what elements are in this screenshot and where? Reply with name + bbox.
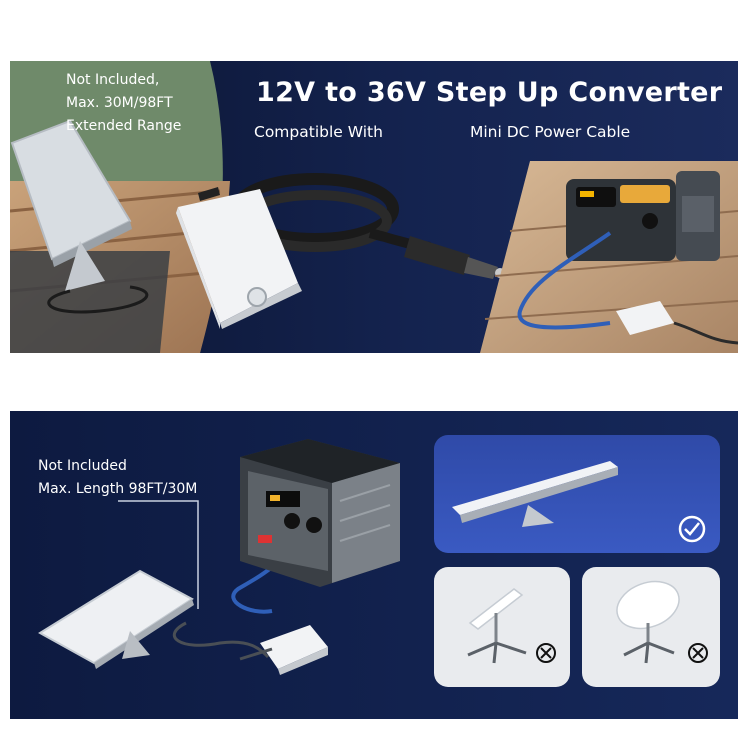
- bottom-panel-illustration: [38, 439, 400, 675]
- power-station-top: [566, 171, 720, 261]
- top-panel-illustration: [10, 61, 738, 353]
- small-adapter-top: [616, 301, 738, 345]
- top-note-line-1: Not Included,: [66, 72, 160, 88]
- top-banner-panel: Not Included, Max. 30M/98FT Extended Ran…: [10, 61, 738, 353]
- page-title: 12V to 36V Step Up Converter: [256, 77, 723, 108]
- cross-icon: [536, 643, 556, 663]
- blue-cable-top: [517, 231, 612, 330]
- bottom-note: Not Included Max. Length 98FT/30M: [38, 455, 197, 501]
- standard-dish-graphic: [467, 588, 556, 664]
- converter-box: [176, 187, 302, 329]
- top-note: Not Included, Max. 30M/98FT Extended Ran…: [66, 69, 181, 138]
- option-card-standard-dish: [434, 567, 570, 687]
- compatible-label: Compatible With: [254, 123, 383, 141]
- check-icon: [678, 515, 706, 543]
- bottom-note-line-2: Max. Length 98FT/30M: [38, 481, 198, 497]
- car-plug: [404, 236, 505, 279]
- dish-bottom: [38, 569, 194, 669]
- power-station-bottom: [240, 439, 400, 587]
- top-note-line-2: Max. 30M/98FT: [66, 95, 173, 111]
- flat-dish-graphic: [452, 461, 706, 543]
- option-card-round-dish: [582, 567, 720, 687]
- bottom-note-line-1: Not Included: [38, 458, 127, 474]
- top-note-line-3: Extended Range: [66, 118, 182, 134]
- small-adapter-bottom: [239, 625, 328, 675]
- cross-icon: [688, 643, 708, 663]
- bottom-banner-panel: Not Included Max. Length 98FT/30M: [10, 411, 738, 719]
- round-dish-graphic: [616, 580, 708, 664]
- leader-line: [118, 500, 199, 609]
- cable-label: Mini DC Power Cable: [470, 123, 631, 141]
- dish-left: [10, 119, 149, 314]
- grey-cable: [172, 621, 270, 659]
- option-card-flat-dish: [434, 435, 720, 553]
